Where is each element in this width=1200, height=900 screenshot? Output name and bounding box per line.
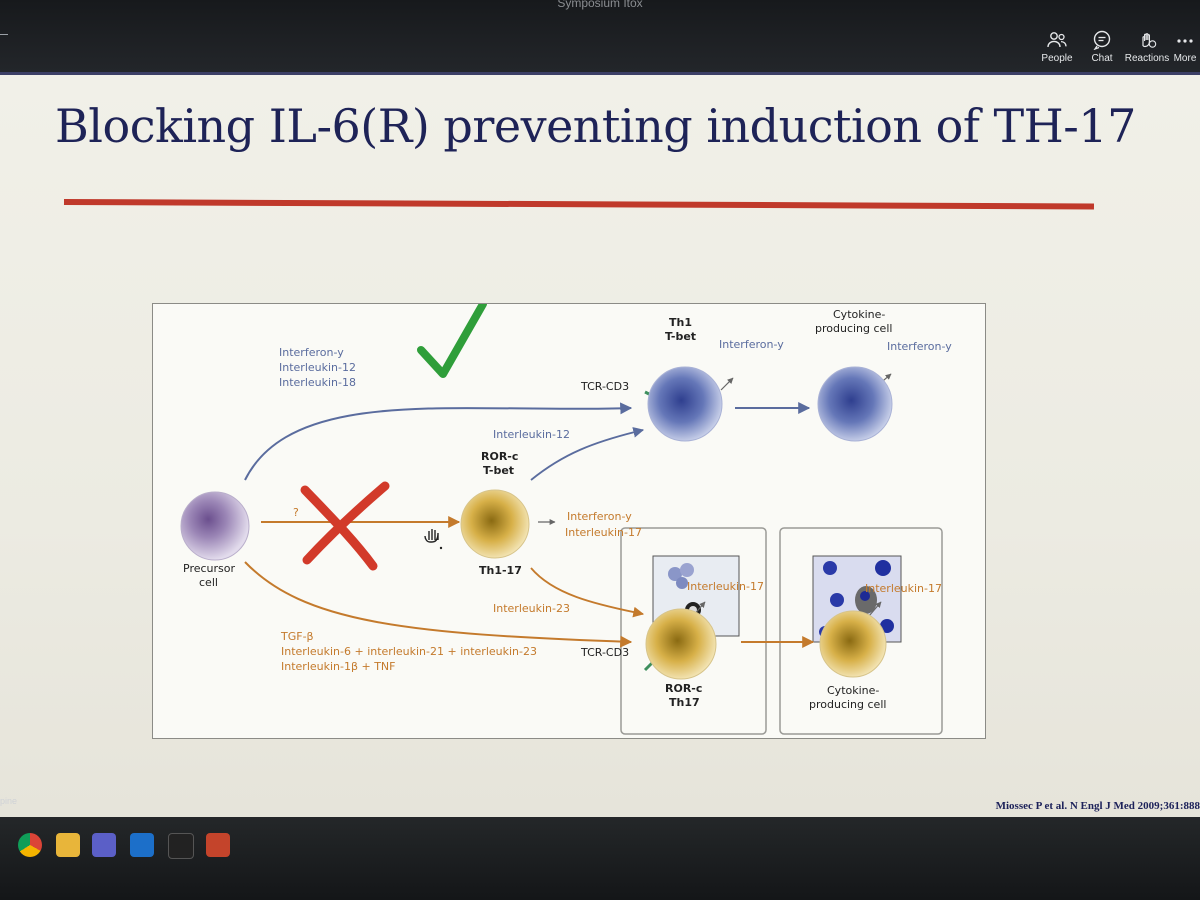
outlook-icon[interactable] (130, 833, 154, 857)
more-icon (1174, 30, 1196, 50)
label-interferon-y-th1: Interferon-y (719, 338, 784, 351)
label-interleukin-17-th1-17: Interleukin-17 (565, 526, 642, 539)
reactions-icon (1136, 30, 1158, 50)
th17-cell (646, 609, 716, 679)
label-interferon-y-cytokine: Interferon-y (887, 340, 952, 353)
label-interleukin-17-th17: Interleukin-17 (687, 580, 764, 593)
label-th1-17: Th1-17 (479, 564, 522, 577)
window-menu-indicator[interactable] (0, 34, 8, 35)
label-th1: Th1 (669, 316, 692, 329)
files-icon[interactable] (56, 833, 80, 857)
label-interleukin-12-th1-17: Interleukin-12 (493, 428, 570, 441)
precursor-cell (181, 492, 249, 560)
label-tgf-b: TGF-β (280, 630, 314, 643)
label-interferon-y-th1-17: Interferon-y (567, 510, 632, 523)
label-interleukin-18-input: Interleukin-18 (279, 376, 356, 389)
title-divider (64, 199, 1094, 209)
powerpoint-icon[interactable] (206, 833, 230, 857)
label-cytokine-cell-bottom-2: producing cell (809, 698, 886, 711)
acrobat-icon[interactable] (168, 833, 194, 859)
label-ror-c-th17: ROR-c (665, 682, 702, 695)
label-precursor-2: cell (199, 576, 218, 589)
label-th17: Th17 (669, 696, 700, 709)
slide-title: Blocking IL-6(R) preventing induction of… (55, 99, 1175, 153)
label-il1b-tnf: Interleukin-1β + TNF (281, 660, 396, 673)
check-mark-icon (421, 304, 483, 374)
label-cytokine-cell-top-2: producing cell (815, 322, 892, 335)
hand-cursor-icon (425, 529, 442, 549)
label-question-mark: ? (293, 506, 299, 519)
th1-17-cell (461, 490, 529, 558)
label-interleukin-17-cytokine: Interleukin-17 (865, 582, 942, 595)
label-cytokine-cell-top-1: Cytokine- (833, 308, 885, 321)
label-cytokine-cell-bottom-1: Cytokine- (827, 684, 879, 697)
slide-citation: Miossec P et al. N Engl J Med 2009;361:8… (996, 800, 1200, 812)
cytokine-cell-th1 (818, 367, 892, 441)
meeting-toolbar: Symposium Itox People Chat Reactions (0, 0, 1200, 72)
label-interferon-y-input: Interferon-y (279, 346, 344, 359)
label-tcr-cd3-bottom: TCR-CD3 (580, 646, 629, 659)
th17-differentiation-figure: Interferon-y Interleukin-12 Interleukin-… (152, 303, 986, 739)
label-precursor-1: Precursor (183, 562, 235, 575)
people-icon (1046, 30, 1068, 50)
label-tcr-cd3-top: TCR-CD3 (580, 380, 629, 393)
label-ror-c-th1-17: ROR-c (481, 450, 518, 463)
chat-icon (1091, 30, 1113, 50)
label-t-bet-th1-17: T-bet (483, 464, 514, 477)
side-panel-snippet[interactable]: pine (0, 796, 17, 806)
cytokine-cell-th17 (820, 611, 886, 677)
path-precursor-to-th1 (245, 408, 631, 480)
presentation-slide: Blocking IL-6(R) preventing induction of… (0, 72, 1200, 820)
label-il6-il21-il23: Interleukin-6 + interleukin-21 + interle… (281, 645, 537, 658)
teams-icon[interactable] (92, 833, 116, 857)
window-title: Symposium Itox (0, 0, 1200, 10)
taskbar (0, 817, 1200, 900)
label-t-bet: T-bet (665, 330, 696, 343)
more-button[interactable]: More (1165, 30, 1200, 64)
th1-cell (648, 367, 722, 441)
figure-canvas: Interferon-y Interleukin-12 Interleukin-… (153, 304, 985, 738)
chrome-icon[interactable] (18, 833, 42, 857)
label-interleukin-23: Interleukin-23 (493, 602, 570, 615)
cross-mark-icon (305, 486, 385, 566)
more-label: More (1165, 53, 1200, 64)
label-interleukin-12-input: Interleukin-12 (279, 361, 356, 374)
secretion-arrow-th1 (721, 378, 733, 390)
